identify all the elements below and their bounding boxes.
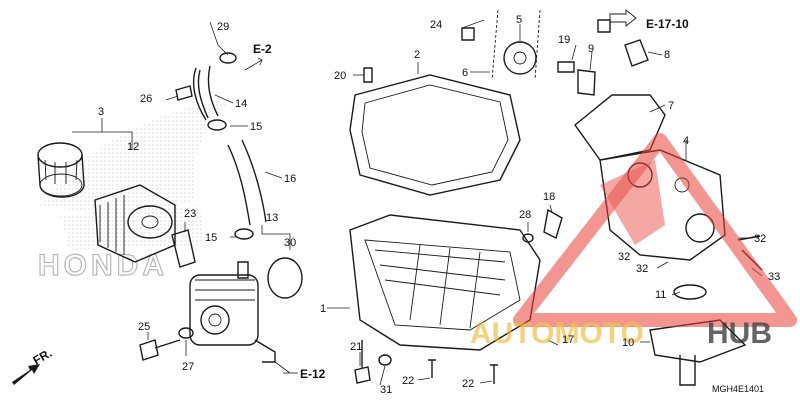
callout-29: 29 [217,21,229,33]
callout-1: 1 [320,303,326,315]
callout-5: 5 [516,14,522,26]
clamp-15-upper [207,119,227,131]
callout-23: 23 [184,208,196,220]
washer-27 [178,327,194,339]
ref-e12: E-12 [300,367,326,381]
oil-pipe-14 [192,65,219,121]
bolt-19 [557,61,575,73]
washer-31 [378,354,392,366]
callout-7: 7 [668,100,674,112]
o-ring-29 [219,52,237,64]
callout-22a: 22 [402,375,414,387]
bolt-22-b [490,364,498,384]
honda-wordmark: HONDA [38,249,168,282]
callout-4: 4 [683,135,689,147]
bolt-e17 [597,19,611,33]
callout-22b: 22 [462,378,474,390]
callout-32b: 32 [618,251,630,263]
leader-lines [72,19,763,386]
callout-2: 2 [414,49,420,61]
ref-e2: E-2 [253,42,272,56]
seal-11 [673,284,707,300]
diagram-code: MGH4E1401 [712,384,764,394]
callout-8: 8 [664,49,670,61]
oil-filter-wrench [37,142,85,198]
bolt-24 [461,27,475,41]
callout-21: 21 [350,341,362,353]
callout-10: 10 [622,337,634,349]
callout-12: 12 [127,141,139,153]
part-8 [624,39,649,67]
callout-15a: 15 [250,121,262,133]
callout-14: 14 [235,98,247,110]
pump-plate-7 [574,94,666,161]
bolt-22-a [428,359,436,378]
watermark-text-part2: HUB [707,317,772,350]
callout-28: 28 [519,209,531,221]
bolt-20 [363,67,373,83]
callout-17: 17 [562,334,574,346]
hose-14-back [197,69,209,119]
callout-30: 30 [284,237,296,249]
arrow-e17-10 [609,9,637,27]
direction-label: FR. [31,346,55,368]
callout-6: 6 [462,67,468,79]
part-9 [577,69,596,96]
callout-24: 24 [430,19,442,31]
bolt-21 [354,340,371,384]
direction-arrow [12,364,40,385]
clamp-15-lower [234,228,254,240]
oil-hose-16 [227,139,267,226]
callout-19: 19 [558,34,570,46]
watermark-text-part1: AUTOMOTO [470,317,644,350]
callout-33: 33 [768,271,780,283]
callout-16: 16 [284,173,296,185]
callout-20: 20 [334,70,346,82]
oil-cooler [189,261,276,363]
arrow-e2 [244,57,263,71]
bolt-26 [175,85,193,101]
sensor-18 [543,208,563,239]
oil-pipe-23 [171,229,196,268]
callout-13: 13 [266,212,278,224]
callout-9: 9 [588,43,594,55]
callout-11: 11 [655,289,666,301]
callout-18: 18 [543,191,555,203]
callout-27: 27 [182,361,194,373]
callout-26: 26 [140,93,152,105]
callout-15b: 15 [205,232,217,244]
ref-e17-10: E-17-10 [646,17,689,31]
callout-32a: 32 [754,233,766,245]
callout-32c: 32 [636,263,648,275]
callout-labels: 1 2 3 4 5 6 7 8 9 10 11 12 13 14 15 15 1… [98,14,780,396]
callout-3: 3 [98,106,104,118]
honda-wing-watermark: HONDA [37,100,230,283]
callout-31: 31 [380,384,392,396]
callout-25: 25 [138,321,150,333]
oil-pan-gasket [349,74,521,196]
o-ring-30 [267,257,303,299]
washer-28 [522,233,534,243]
bolt-25 [139,339,181,361]
site-watermark: AUTOMOTO HUB [470,133,797,350]
